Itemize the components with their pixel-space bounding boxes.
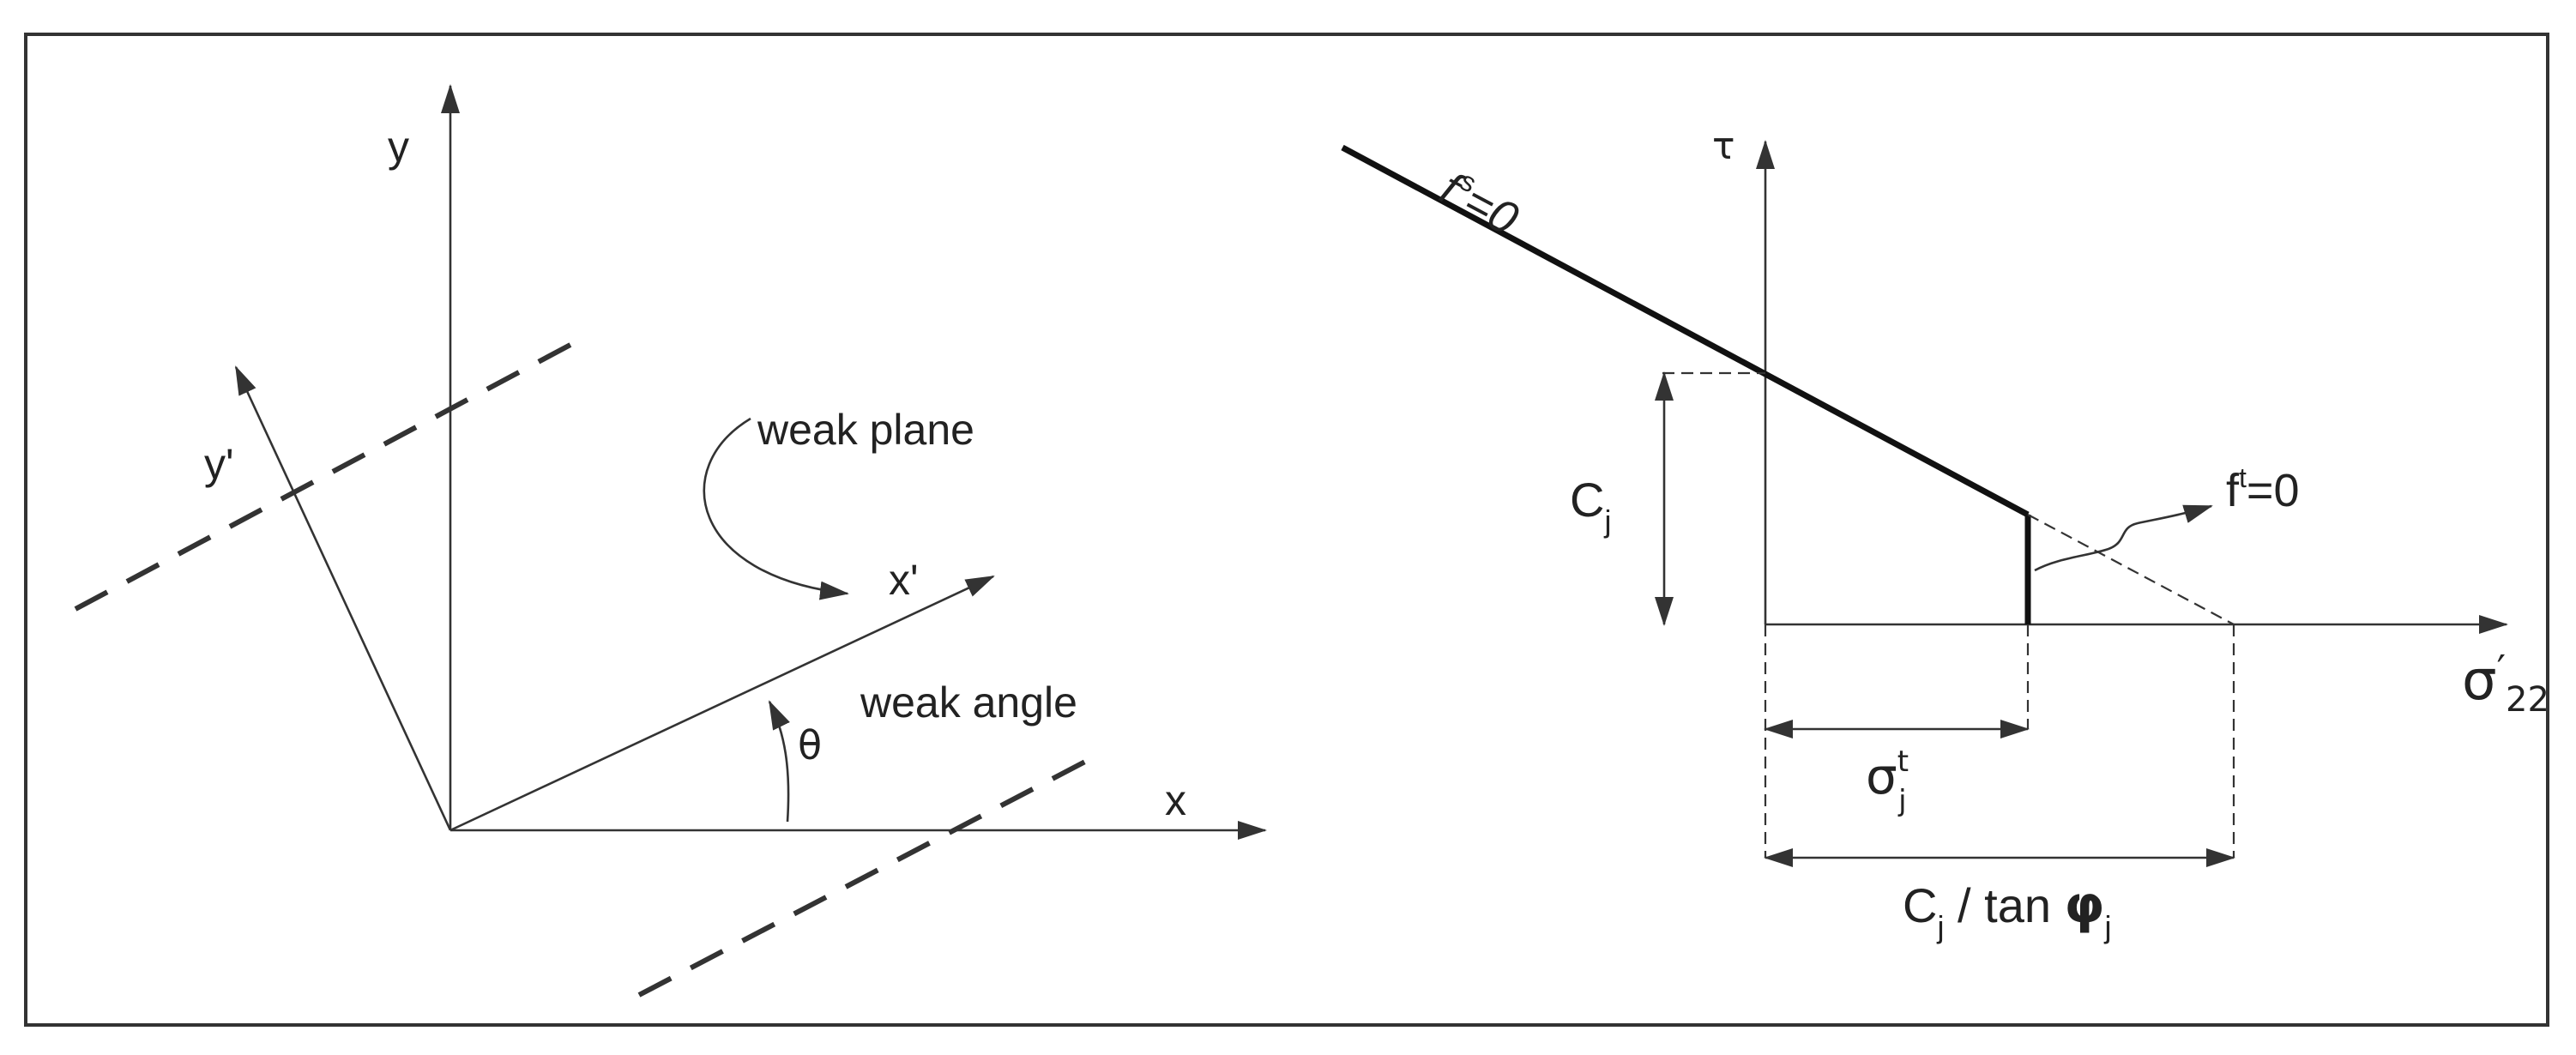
tensile-strength-base: σ	[1866, 747, 1897, 805]
weak-plane-label: weak plane	[757, 406, 974, 454]
sigma-axis-label: σ′22	[2462, 647, 2549, 720]
cohesion-base: C	[1570, 473, 1604, 527]
right-panel: τ σ′22 fs=0 Cj ft=0	[1341, 124, 2549, 944]
shear-failure-label: fs=0	[1432, 159, 1528, 245]
tensile-strength-superscript: t	[1897, 745, 1909, 779]
cohesion-label: Cj	[1570, 473, 1611, 539]
sigma-axis-prime: ′	[2497, 647, 2506, 693]
intercept-slash-tan: / tan	[1944, 878, 2064, 932]
left-panel: y x y' x' weak plane weak angle θ	[74, 84, 1267, 998]
y-axis-label: y	[388, 123, 409, 171]
tensile-pointer-arrow	[2034, 504, 2213, 572]
y-prime-axis	[234, 365, 452, 831]
weak-plane-pointer-arrow	[703, 417, 849, 600]
intercept-c-base: C	[1903, 878, 1937, 932]
tensile-failure-base: f	[2226, 465, 2240, 516]
tensile-failure-label: ft=0	[2226, 462, 2299, 516]
weak-angle-arc	[768, 700, 790, 823]
weak-plane-line-lower	[637, 759, 1087, 998]
weak-angle-label: weak angle	[860, 678, 1077, 726]
x-axis-label: x	[1165, 776, 1186, 824]
sigma-axis-subscript: 22	[2506, 680, 2549, 720]
tau-axis-label: τ	[1712, 124, 1735, 168]
intercept-label: Cj / tan φj	[1903, 875, 2111, 944]
intercept-phi-base: φ	[2065, 875, 2105, 935]
x-prime-axis	[449, 575, 995, 832]
theta-symbol: θ	[798, 722, 822, 769]
intercept-phi-subscript: j	[2103, 909, 2111, 944]
tensile-failure-superscript: t	[2239, 462, 2247, 493]
intercept-c-subscript: j	[1936, 909, 1944, 944]
tensile-failure-suffix: =0	[2247, 465, 2300, 516]
sigma-axis-symbol: σ	[2462, 649, 2497, 713]
weak-plane-line-upper	[74, 336, 583, 612]
figure-border	[24, 33, 2549, 1027]
y-prime-axis-label: y'	[204, 440, 234, 488]
shear-failure-line	[1341, 144, 2030, 518]
shear-line-extension	[2027, 514, 2235, 625]
tensile-strength-subscript: j	[1897, 784, 1906, 818]
cohesion-subscript: j	[1603, 503, 1611, 539]
x-prime-axis-label: x'	[889, 556, 919, 604]
